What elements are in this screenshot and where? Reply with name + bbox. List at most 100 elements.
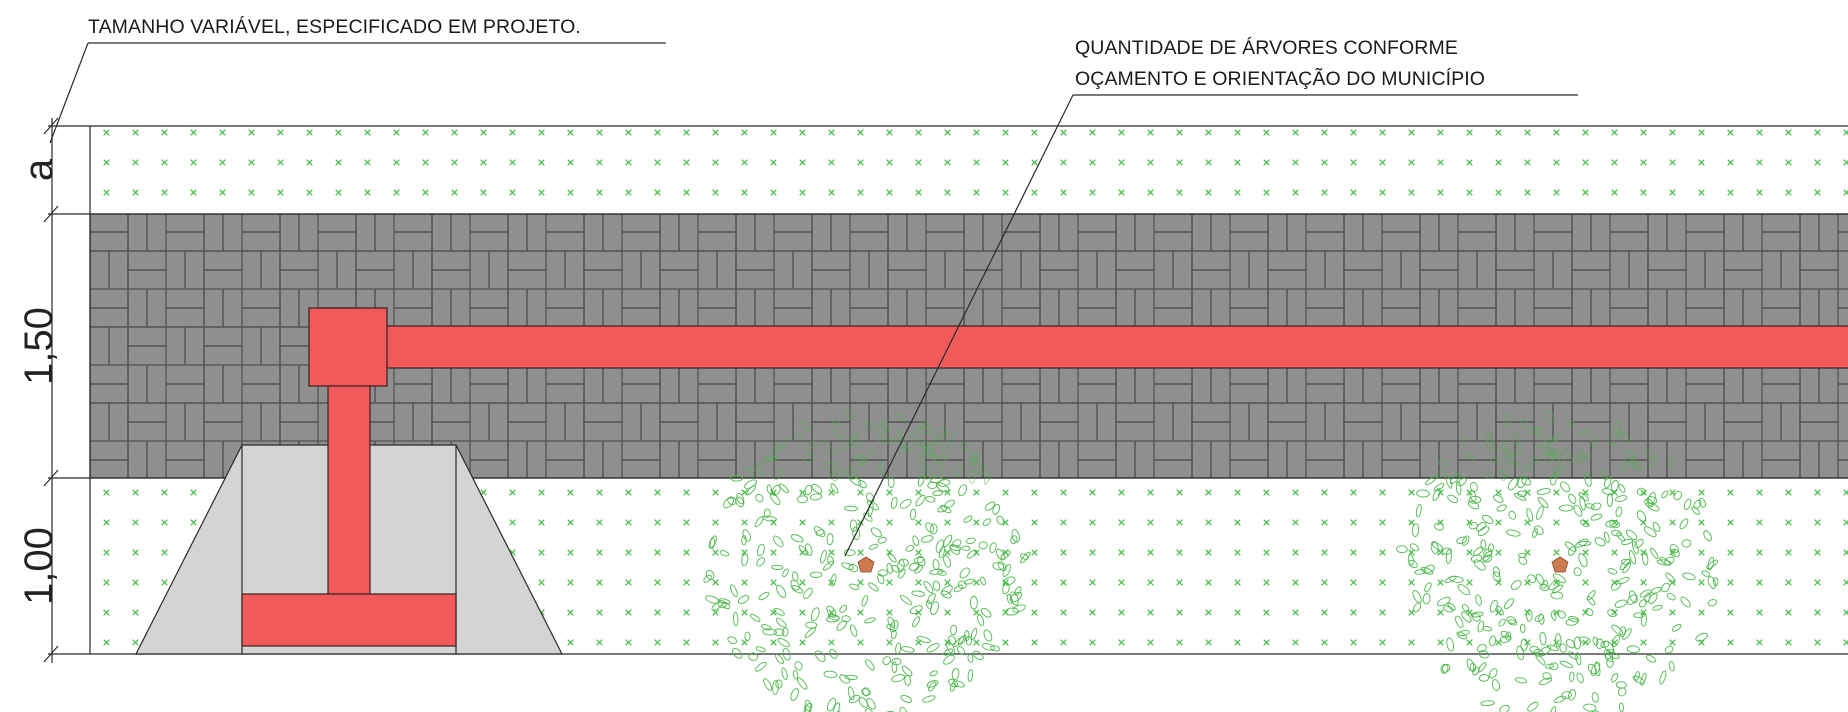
tree-leaf bbox=[1546, 644, 1559, 652]
tree-leaf bbox=[1499, 635, 1512, 643]
tree-leaf bbox=[889, 619, 899, 633]
tree-leaf bbox=[1489, 635, 1497, 647]
tree-leaf bbox=[810, 607, 820, 622]
tree-leaf bbox=[781, 667, 788, 680]
tree-leaf bbox=[1636, 487, 1646, 496]
tree-leaf bbox=[1590, 513, 1603, 521]
tree-leaf bbox=[826, 446, 839, 456]
tree-leaf bbox=[1490, 456, 1500, 464]
tree-leaf bbox=[1634, 538, 1644, 549]
tree-leaf bbox=[1706, 559, 1718, 570]
tree-leaf bbox=[926, 642, 940, 653]
tree-leaf bbox=[1536, 441, 1551, 449]
note-tree-quantity-line1: QUANTIDADE DE ÁRVORES CONFORME bbox=[1075, 36, 1458, 59]
tactile-vertical-band bbox=[327, 385, 371, 595]
tree-leaf bbox=[922, 695, 936, 703]
tree-leaf bbox=[1572, 454, 1578, 466]
tree-leaf bbox=[949, 682, 956, 692]
tree-leaf bbox=[854, 456, 863, 467]
tree-leaf bbox=[772, 467, 782, 480]
tree-leaf bbox=[1561, 691, 1572, 700]
tree-leaf bbox=[943, 555, 951, 568]
tree-leaf bbox=[846, 409, 855, 420]
tree-leaf bbox=[742, 529, 751, 542]
tree-leaf bbox=[909, 427, 923, 438]
tree-leaf bbox=[1020, 553, 1029, 560]
tree-leaf bbox=[1647, 491, 1656, 507]
tree-leaf bbox=[1499, 704, 1510, 712]
tree-leaf bbox=[796, 677, 808, 690]
tree-leaf bbox=[1455, 615, 1464, 628]
tree-leaf bbox=[1519, 623, 1526, 633]
tree-leaf bbox=[1496, 504, 1507, 512]
tree-1 bbox=[703, 409, 1031, 712]
tree-leaf bbox=[961, 545, 971, 551]
tree-leaf bbox=[926, 680, 939, 688]
tree-leaf bbox=[835, 710, 841, 712]
tree-leaf bbox=[925, 522, 934, 533]
tree-leaf bbox=[992, 503, 1001, 515]
tree-leaf bbox=[1640, 613, 1647, 627]
tree-leaf bbox=[1006, 593, 1013, 605]
tree-leaf bbox=[888, 553, 897, 563]
tree-leaf bbox=[952, 680, 965, 688]
tree-leaf bbox=[1549, 662, 1559, 671]
tree-leaf bbox=[870, 527, 882, 538]
tree-leaf bbox=[1578, 428, 1590, 437]
tree-leaf bbox=[1576, 672, 1584, 684]
tree-leaf bbox=[1643, 526, 1657, 538]
tree-leaf bbox=[1512, 432, 1520, 445]
tree-leaf bbox=[1659, 670, 1667, 685]
tree-leaf bbox=[1579, 495, 1586, 511]
tree-leaf bbox=[756, 557, 766, 567]
tree-leaf bbox=[925, 496, 936, 503]
tree-leaf bbox=[730, 584, 738, 598]
tree-leaf bbox=[761, 456, 770, 465]
tree-leaf bbox=[1578, 636, 1591, 644]
tree-leaf bbox=[1646, 496, 1658, 505]
tree-leaf bbox=[736, 492, 745, 505]
tree-leaf bbox=[1616, 576, 1630, 585]
tree-leaf bbox=[914, 564, 924, 574]
tree-leaf bbox=[1010, 535, 1018, 545]
tree-leaf bbox=[930, 601, 939, 616]
tree-leaf bbox=[877, 437, 893, 444]
tree-leaf bbox=[817, 439, 827, 446]
tree-leaf bbox=[748, 652, 759, 661]
tree-leaf bbox=[1707, 556, 1715, 571]
tree-leaf bbox=[942, 445, 950, 461]
tree-leaf bbox=[735, 496, 745, 508]
tree-leaf bbox=[1631, 460, 1639, 470]
tree-leaf bbox=[937, 479, 951, 487]
tree-leaf bbox=[1510, 580, 1522, 590]
tree-leaf bbox=[1461, 611, 1472, 623]
tree-leaf bbox=[925, 600, 933, 610]
tree-leaf bbox=[958, 484, 967, 497]
tree-leaf bbox=[1473, 546, 1484, 557]
tree-leaf bbox=[1496, 605, 1504, 616]
tree-leaf bbox=[773, 607, 785, 616]
tree-leaf bbox=[1621, 538, 1633, 545]
tree-leaf bbox=[924, 451, 937, 461]
tree-leaf bbox=[1463, 435, 1469, 447]
tree-leaf bbox=[1622, 628, 1632, 640]
tree-leaf bbox=[1673, 490, 1683, 501]
tree-leaf bbox=[891, 661, 898, 673]
tree-leaf bbox=[897, 559, 905, 573]
tree-leaf bbox=[978, 466, 987, 475]
note-tree-quantity-line2: OÇAMENTO E ORIENTAÇÃO DO MUNICÍPIO bbox=[1075, 66, 1485, 90]
tree-leaf bbox=[839, 604, 848, 613]
tree-leaf bbox=[1505, 631, 1512, 641]
tree-leaf bbox=[813, 526, 826, 538]
tree-leaf bbox=[1559, 660, 1574, 669]
tree-leaf bbox=[1615, 681, 1627, 689]
tree-leaf bbox=[771, 564, 784, 570]
tree-leaf bbox=[1584, 472, 1592, 487]
tree-leaf bbox=[1568, 615, 1580, 623]
tree-leaf bbox=[946, 641, 955, 655]
tree-leaf bbox=[1628, 550, 1637, 565]
tree-leaf bbox=[1002, 564, 1011, 577]
tree-leaf bbox=[1626, 645, 1640, 654]
tree-leaf bbox=[947, 635, 956, 645]
tree-leaf bbox=[848, 563, 859, 573]
